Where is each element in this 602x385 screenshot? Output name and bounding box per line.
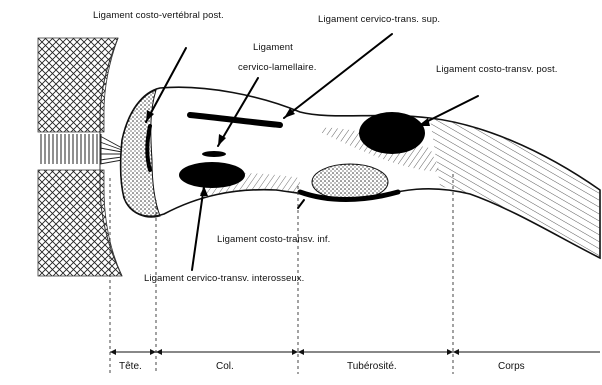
segment-tuberosite: Tubérosité.: [347, 361, 397, 372]
costo-vertebral-fibers: [40, 134, 122, 164]
segment-col: Col.: [216, 361, 234, 372]
costo-transv-post-insertion: [359, 112, 425, 154]
vertebra-lower: [38, 170, 122, 276]
label-cervico-lamellaire-line1: Ligament: [253, 42, 293, 53]
label-cervico-transv-interosseux: Ligament cervico-transv. interosseux.: [144, 273, 304, 284]
cervico-lamellaire-insertion: [202, 151, 226, 157]
label-costo-transv-post: Ligament costo-transv. post.: [436, 64, 557, 75]
label-costo-vertebral-post: Ligament costo-vertébral post.: [93, 10, 224, 21]
vertebra-upper: [38, 38, 118, 132]
cervico-transv-interosseux-insertion: [179, 162, 245, 188]
label-costo-transv-inf: Ligament costo-transv. inf.: [217, 234, 330, 245]
label-cervico-lamellaire-line2: cervico-lamellaire.: [238, 62, 316, 73]
segment-tete: Tête.: [119, 361, 142, 372]
segment-corps: Corps: [498, 361, 525, 372]
label-cervico-trans-sup: Ligament cervico-trans. sup.: [318, 14, 440, 25]
